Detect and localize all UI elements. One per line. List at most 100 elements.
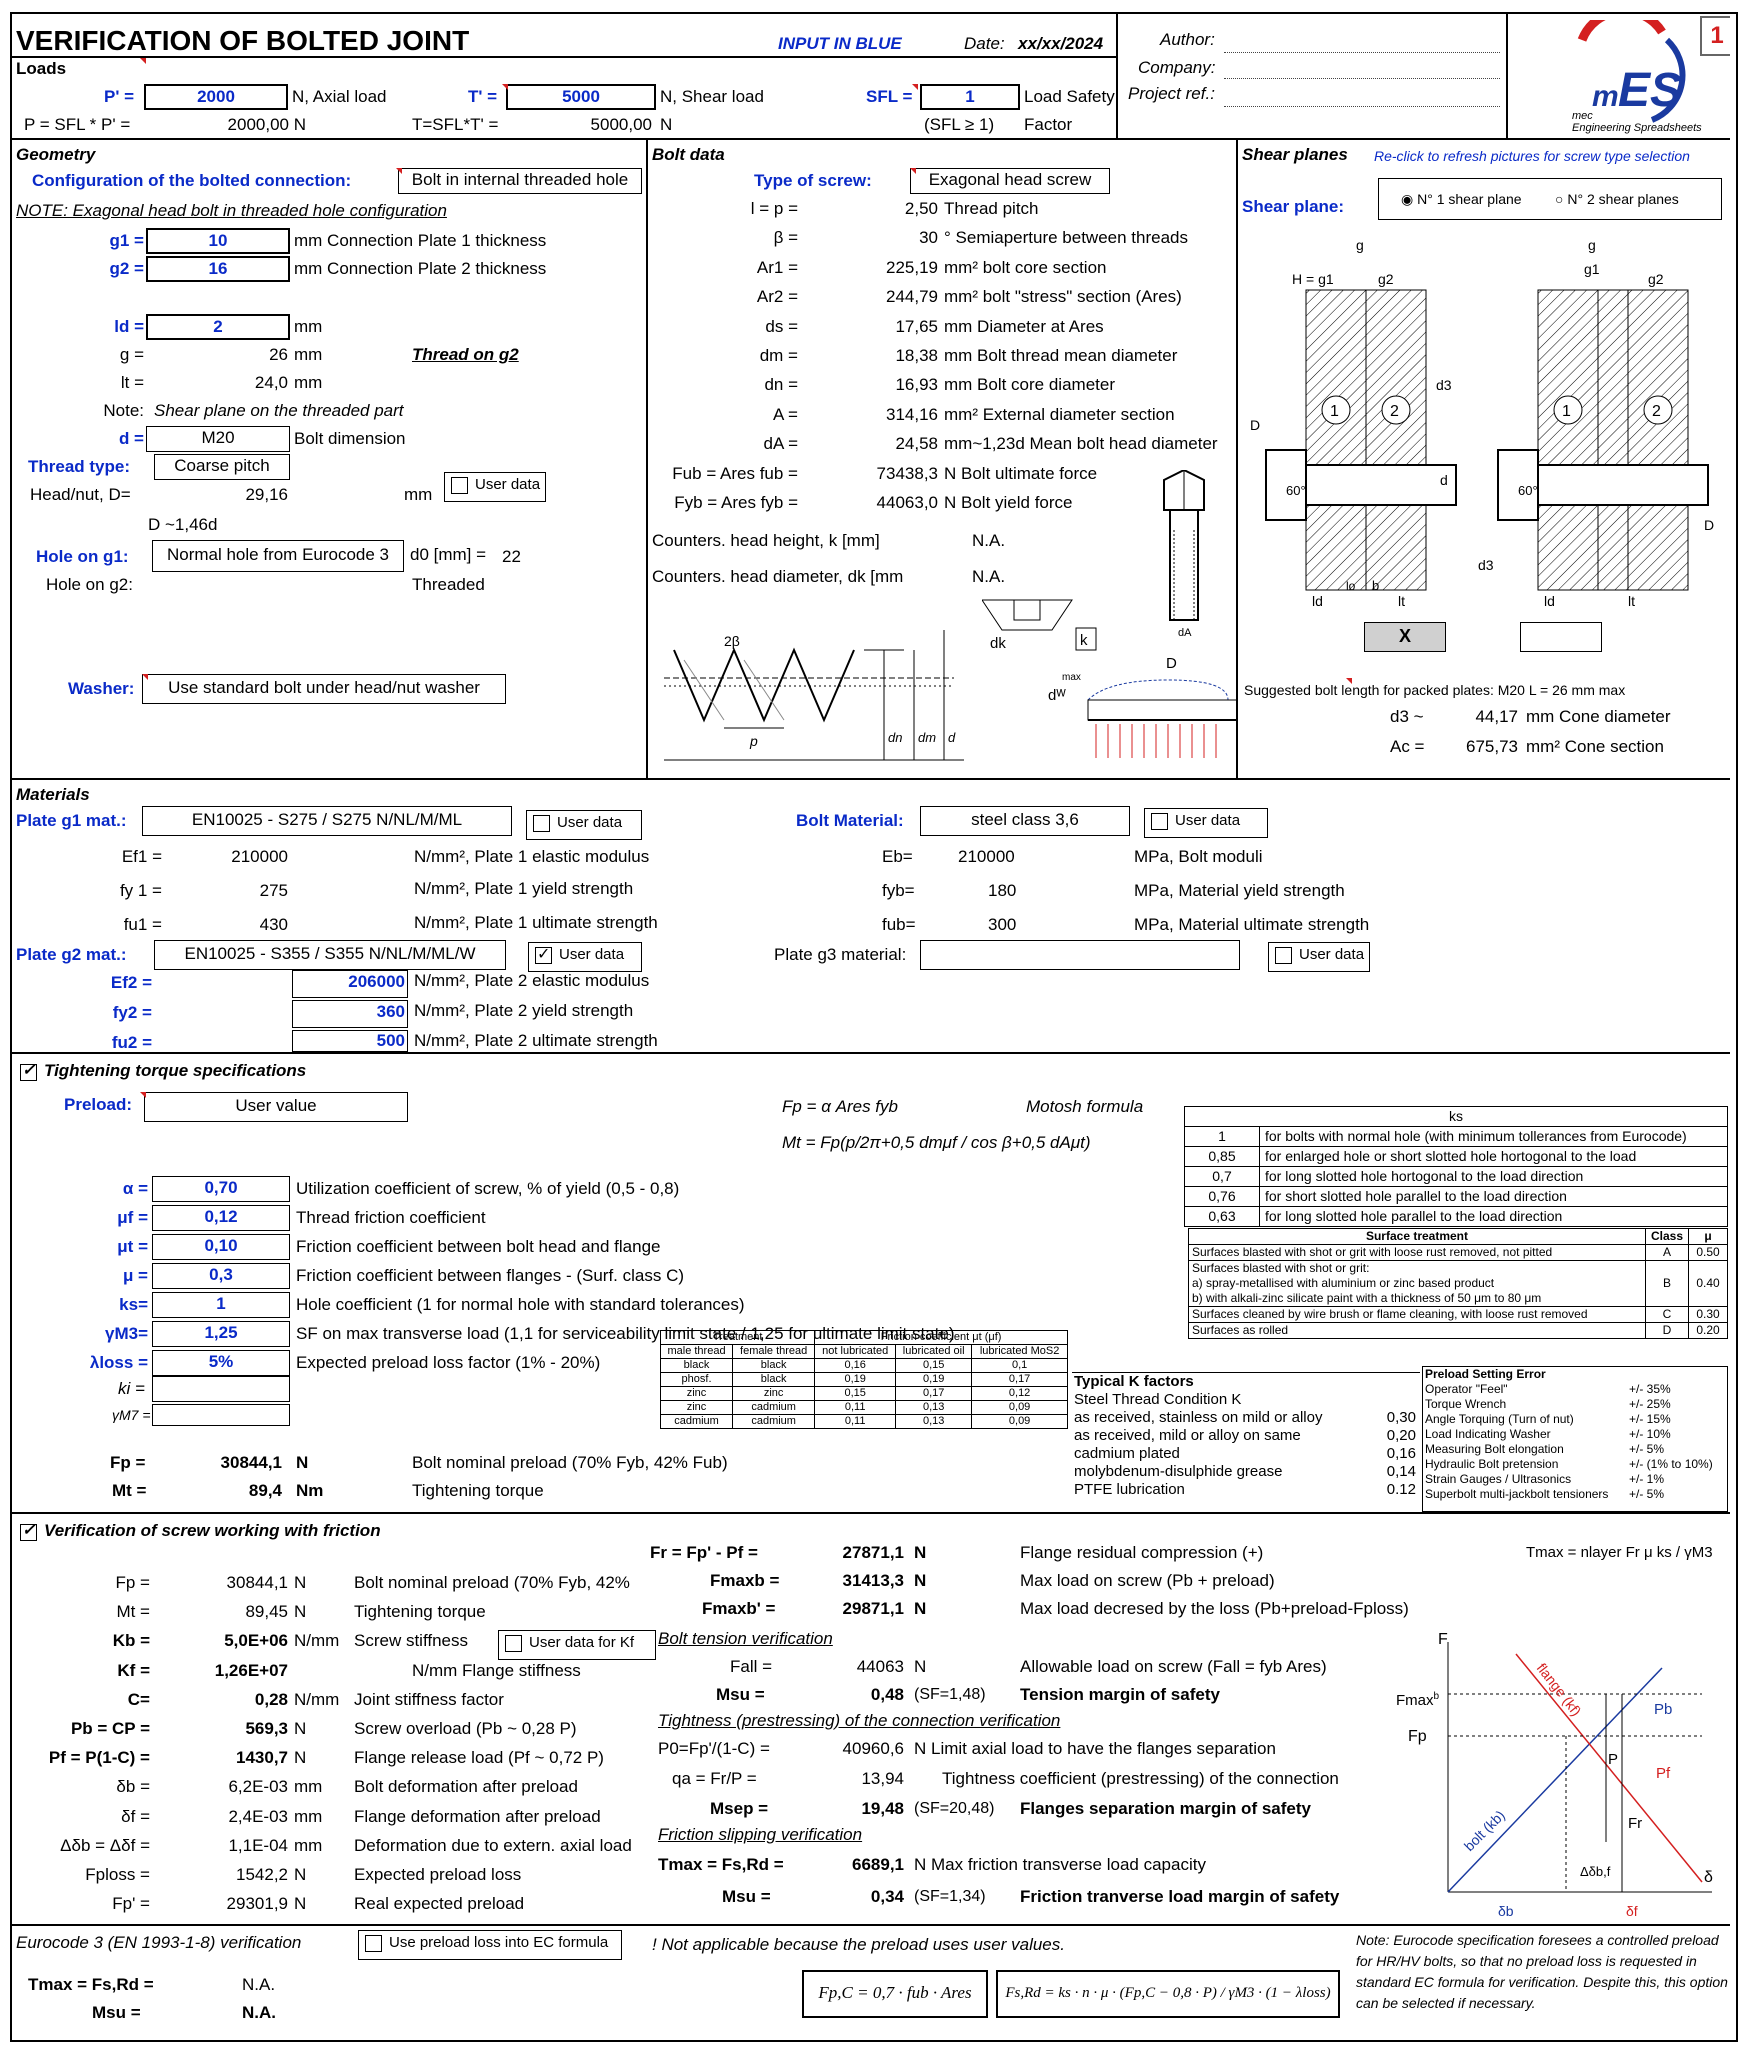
- torque-row-input[interactable]: 0,10: [152, 1234, 290, 1260]
- D-dim: D: [1250, 417, 1260, 433]
- plate1-select[interactable]: EN10025 - S275 / S275 N/NL/M/ML: [142, 806, 512, 836]
- da-label: dA: [1178, 627, 1192, 639]
- ki-input[interactable]: [152, 1376, 290, 1402]
- ef2-input[interactable]: 206000: [292, 970, 408, 998]
- radio-1-label: N° 1 shear plane: [1417, 191, 1522, 207]
- loads-title: Loads: [16, 59, 67, 78]
- force-deformation-diagram: F δ bolt (kb) flange (kf) Pb Pf P Fr δb …: [1438, 1632, 1713, 1919]
- fyb-unit: MPa, Material yield strength: [1134, 881, 1345, 900]
- bolt-title: Bolt data: [652, 145, 725, 164]
- thread-type-select[interactable]: Coarse pitch: [154, 454, 290, 480]
- surface-treatment: Surfaces as rolled: [1188, 1322, 1646, 1339]
- friction-title-checkbox[interactable]: Verification of screw working with frict…: [14, 1520, 444, 1546]
- fu2-input[interactable]: 500: [292, 1030, 408, 1052]
- config-select[interactable]: Bolt in internal threaded hole: [398, 168, 642, 194]
- fy2-input[interactable]: 360: [292, 1000, 408, 1028]
- torque-row-input[interactable]: 5%: [152, 1350, 290, 1376]
- msu-label: Msu =: [716, 1685, 765, 1704]
- tmax-value: 6689,1: [852, 1855, 904, 1874]
- t-label: T' =: [468, 87, 498, 106]
- plate2-user-data-checkbox[interactable]: User data: [528, 942, 642, 972]
- radio-1-shear-plane[interactable]: ◉ N° 1 shear plane: [1401, 191, 1522, 207]
- torque-row-input[interactable]: 0,70: [152, 1176, 290, 1202]
- bolt-row-unit: mm Bolt thread mean diameter: [944, 346, 1178, 365]
- bolt-user-data-checkbox[interactable]: User data: [1144, 808, 1268, 838]
- gm7-input[interactable]: [152, 1404, 290, 1426]
- torque-row-desc: Expected preload loss factor (1% - 20%): [296, 1353, 601, 1372]
- date-value[interactable]: xx/xx/2024: [1018, 34, 1104, 53]
- fp-desc: Bolt nominal preload (70% Fyb, 42% Fub): [412, 1453, 728, 1472]
- plate3-user-data-checkbox[interactable]: User data: [1268, 942, 1370, 972]
- washer-select[interactable]: Use standard bolt under head/nut washer: [142, 674, 506, 704]
- sfl-input[interactable]: 1: [920, 84, 1020, 110]
- k-factor-value: 0,14: [1386, 1463, 1416, 1480]
- preload-select[interactable]: User value: [144, 1092, 408, 1122]
- pf-label: Pf: [1656, 1765, 1671, 1782]
- screw-type-select[interactable]: Exagonal head screw: [910, 168, 1110, 194]
- preload-error-value: +/- 1%: [1629, 1472, 1665, 1486]
- hole2-value: Threaded: [412, 575, 485, 594]
- surface-row: Surfaces blasted with shot or grit with …: [1188, 1244, 1728, 1261]
- torque-row-input[interactable]: 1: [152, 1292, 290, 1318]
- ac-value: 675,73: [1466, 737, 1518, 756]
- friction-cell: 0,19: [814, 1372, 897, 1387]
- preload-error-title: Preload Setting Error: [1425, 1367, 1546, 1381]
- project-field[interactable]: [1224, 106, 1500, 107]
- g2-input[interactable]: 16: [146, 256, 290, 282]
- shear-plane-radio-group[interactable]: ◉ N° 1 shear plane ○ N° 2 shear planes: [1378, 178, 1722, 220]
- friction-left-unit: N: [294, 1602, 307, 1622]
- surface-class: A: [1645, 1244, 1689, 1261]
- p0-label: P0=Fp'/(1-C) =: [658, 1739, 770, 1758]
- d-select[interactable]: M20: [146, 426, 290, 452]
- sfl-unit1: Load Safety: [1024, 87, 1115, 106]
- author-field[interactable]: [1224, 52, 1500, 53]
- plate2-select[interactable]: EN10025 - S355 / S355 N/NL/M/ML/W: [154, 940, 506, 970]
- t-input[interactable]: 5000: [506, 84, 656, 110]
- geometry-section: Geometry Configuration of the bolted con…: [12, 140, 648, 778]
- fy1-unit: N/mm², Plate 1 yield strength: [414, 879, 634, 898]
- pcalc-label: P = SFL * P' =: [24, 115, 131, 134]
- plate2-label: Plate g2 mat.:: [16, 945, 127, 964]
- ld-input[interactable]: 2: [146, 314, 290, 340]
- friction-left-label: Fp' =: [112, 1894, 150, 1914]
- logo-text-m: m: [1592, 80, 1619, 113]
- torque-row-input[interactable]: 1,25: [152, 1321, 290, 1347]
- mt-formula: Mt = Fp(p/2π+0,5 dmμf / cos β+0,5 dAμt): [782, 1133, 1091, 1152]
- friction-column-header: lubricated MoS2: [971, 1344, 1068, 1359]
- head-user-data-checkbox[interactable]: User data: [444, 472, 546, 502]
- friction-cell: black: [659, 1358, 734, 1373]
- plate1-user-data-checkbox[interactable]: User data: [526, 810, 642, 840]
- friction-cell: 0,15: [814, 1386, 897, 1401]
- torque-row-input[interactable]: 0,12: [152, 1205, 290, 1231]
- p-input[interactable]: 2000: [144, 84, 288, 110]
- company-field[interactable]: [1224, 78, 1500, 79]
- qa-desc: Tightness coefficient (prestressing) of …: [942, 1769, 1339, 1788]
- user-data-kf-checkbox[interactable]: User data for Kf: [498, 1630, 656, 1660]
- friction-left-value: 2,4E-03: [228, 1806, 288, 1826]
- torque-row-input[interactable]: 0,3: [152, 1263, 290, 1289]
- single-shear-diagram: g H = g1 g2 1 2 60° d d3 D ld lo b lt: [1250, 240, 1457, 609]
- torque-title-checkbox[interactable]: Tightening torque specifications: [14, 1060, 354, 1086]
- k-factors-box: Typical K factors Steel Thread Condition…: [1072, 1372, 1420, 1507]
- title-divider: [12, 56, 1116, 58]
- single-shear-selected-marker[interactable]: X: [1364, 622, 1446, 652]
- plate3-select[interactable]: [920, 940, 1240, 970]
- bolt-material-select[interactable]: steel class 3,6: [920, 806, 1130, 836]
- msu-value: 0,48: [870, 1685, 904, 1704]
- hole1-select[interactable]: Normal hole from Eurocode 3: [152, 540, 404, 572]
- friction-column-header: female thread: [732, 1344, 816, 1359]
- g1-input[interactable]: 10: [146, 228, 290, 254]
- radio-2-shear-planes[interactable]: ○ N° 2 shear planes: [1555, 191, 1679, 207]
- preload-loss-checkbox[interactable]: Use preload loss into EC formula: [358, 1930, 622, 1960]
- eb-label: Eb=: [882, 847, 913, 866]
- preload-error-method: Superbolt multi-jackbolt tensioners: [1425, 1487, 1609, 1501]
- flange-kf-label: flange (kf): [1534, 1660, 1585, 1719]
- bolt-row-unit: mm~1,23d Mean bolt head diameter: [944, 434, 1218, 454]
- fu1-label: fu1 =: [123, 915, 162, 934]
- g2-dim: g2: [1378, 271, 1394, 287]
- fmax2-desc: Max load decresed by the loss (Pb+preloa…: [1020, 1599, 1409, 1618]
- double-shear-marker[interactable]: [1520, 622, 1602, 652]
